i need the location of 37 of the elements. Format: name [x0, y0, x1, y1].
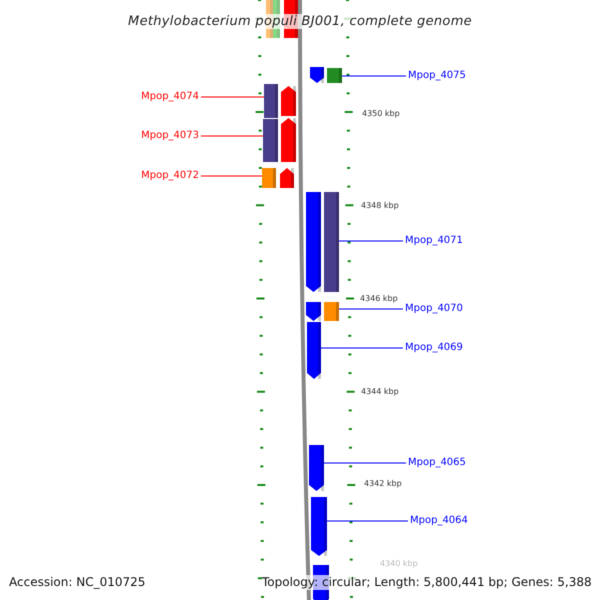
gene-label: Mpop_4064 — [410, 514, 468, 528]
leader-line — [338, 240, 404, 242]
leader-line — [324, 462, 406, 464]
gene-feature-block — [324, 192, 339, 292]
gene-label: Mpop_4071 — [405, 234, 463, 248]
genome-info: Topology: circular; Length: 5,800,441 bp; Genes: 5,388 — [262, 575, 592, 590]
gene-label: Mpop_4075 — [408, 69, 466, 83]
gene-label: Mpop_4065 — [408, 456, 466, 470]
gene-feature-block — [264, 84, 278, 118]
scale-label: 4350 kbp — [362, 108, 400, 119]
leader-line — [326, 520, 408, 522]
gene-label: Mpop_4074 — [141, 90, 199, 104]
coding-sequence-block — [281, 86, 296, 116]
coding-sequence-block — [281, 118, 296, 162]
gene-feature-block — [327, 68, 342, 83]
gene-label: Mpop_4073 — [141, 129, 199, 143]
gene-feature-block — [262, 168, 276, 188]
coding-sequence-block — [280, 168, 294, 188]
title: Methylobacterium populi BJ001, complete genome — [128, 14, 472, 29]
gene-feature-block — [263, 119, 278, 162]
leader-line — [200, 96, 264, 98]
gene-label: Mpop_4072 — [141, 169, 199, 183]
scale-label: 4348 kbp — [361, 200, 399, 211]
leader-line — [338, 308, 404, 310]
coding-sequence-block — [306, 302, 321, 321]
gene-feature-block — [324, 302, 339, 321]
coding-sequence-block — [310, 67, 324, 83]
scale-label: 4340 kbp — [380, 558, 418, 569]
gene-label: Mpop_4069 — [405, 341, 463, 355]
coding-sequence-block — [309, 445, 324, 491]
gene-label: Mpop_4070 — [405, 302, 463, 316]
scale-label: 4344 kbp — [361, 386, 399, 397]
coding-sequence-block — [306, 192, 321, 292]
genome-info: Accession: NC_010725 — [9, 575, 146, 590]
scale-label: 4346 kbp — [360, 293, 398, 304]
coding-sequence-block — [311, 497, 327, 556]
scale-label: 4342 kbp — [364, 478, 402, 489]
